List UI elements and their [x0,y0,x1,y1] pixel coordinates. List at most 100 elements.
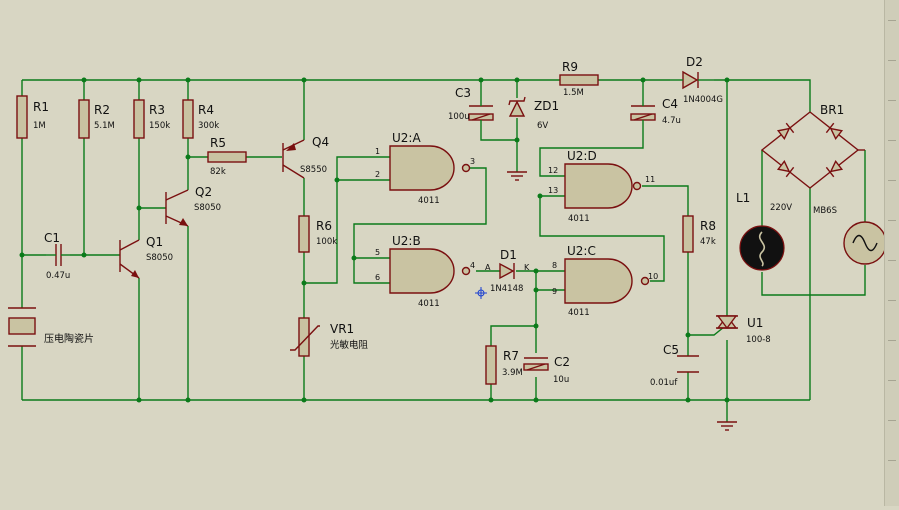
u2d-chip: 4011 [568,214,590,224]
photoresistor-vr1: VR1 光敏电阻 [290,317,369,357]
wires [21,79,866,422]
r3-value: 150k [149,121,170,131]
u2c-chip: 4011 [568,308,590,318]
svg-text:5: 5 [375,248,380,257]
u2b-chip: 4011 [418,299,440,309]
r8-ref: R8 [700,219,716,233]
c5-ref: C5 [663,343,679,357]
r6-ref: R6 [316,219,332,233]
q2-ref: Q2 [195,185,212,199]
q4-value: S8550 [300,165,327,175]
u2a-chip: 4011 [418,196,440,206]
c4-value: 4.7u [662,116,681,126]
svg-text:4: 4 [470,261,475,270]
resistor-r2: R2 5.1M [78,99,115,139]
capacitor-c3: C3 100u [448,86,494,126]
l1-ref: L1 [736,191,750,205]
r9-ref: R9 [562,60,578,74]
u2a-ref: U2:A [392,131,421,145]
svg-text:K: K [524,263,530,272]
svg-text:3: 3 [470,157,475,166]
c1-value: 0.47u [46,271,70,281]
resistor-r3: R3 150k [133,99,170,139]
c2-ref: C2 [554,355,570,369]
r2-ref: R2 [94,103,110,117]
vr1-ref: VR1 [330,322,354,336]
q1-value: S8050 [146,253,173,263]
ground-symbol-zd1 [507,171,527,181]
resistor-r7: R7 3.9M [485,345,523,385]
transistor-q2: Q2 S8050 [165,185,221,227]
piezo-label: 压电陶瓷片 [44,332,94,345]
nand-gate-u2b: U2:B 4011 5 6 4 [375,234,475,309]
u1-value: 100-8 [746,335,771,345]
r7-value: 3.9M [502,368,523,378]
resistor-r9: R9 1.5M [559,60,599,98]
diode-d1: D1 1N4148 A K [485,248,530,294]
piezo-buzzer: 压电陶瓷片 [8,307,94,347]
resistor-r5: R5 82k [207,136,247,177]
right-frame-scrollbar[interactable] [884,0,899,506]
c3-value: 100u [448,112,470,122]
ac-source [843,221,887,265]
r8-value: 47k [700,237,716,247]
q4-ref: Q4 [312,135,329,149]
capacitor-c5: C5 0.01uf [650,343,699,388]
r3-ref: R3 [149,103,165,117]
bridge-rectifier-br1: BR1 MB6S [760,103,865,216]
d1-ref: D1 [500,248,517,262]
c4-ref: C4 [662,97,678,111]
transistor-q1: Q1 S8050 [119,235,173,279]
c2-value: 10u [553,375,569,385]
u2c-ref: U2:C [567,244,596,258]
c1-ref: C1 [44,231,60,245]
svg-text:A: A [485,263,491,272]
nand-gate-u2a: U2:A 4011 1 2 3 [375,131,475,206]
svg-text:2: 2 [375,170,380,179]
svg-text:1: 1 [375,147,380,156]
br1-ref: BR1 [820,103,844,117]
d2-value: 1N4004G [683,95,723,105]
resistor-r6: R6 100k [298,215,337,253]
br1-value: MB6S [813,206,837,216]
svg-text:6: 6 [375,273,380,282]
r1-ref: R1 [33,100,49,114]
zener-zd1: ZD1 6V [508,96,559,131]
capacitor-c1: C1 0.47u [44,231,70,281]
junction-dots [19,77,730,403]
capacitor-c2: C2 10u [523,355,570,385]
zd1-ref: ZD1 [534,99,559,113]
u1-ref: U1 [747,316,763,330]
resistor-r1: R1 1M [16,95,49,139]
resistor-r4: R4 300k [182,99,219,139]
capacitor-c4: C4 4.7u [630,97,681,128]
transistor-q4: Q4 S8550 [282,135,329,179]
r1-value: 1M [33,121,46,131]
svg-text:11: 11 [645,175,655,184]
vr1-value: 光敏电阻 [330,339,369,351]
svg-text:9: 9 [552,287,557,296]
d1-value: 1N4148 [490,284,523,294]
nand-gate-u2c: U2:C 4011 8 9 10 [552,244,658,318]
r7-ref: R7 [503,349,519,363]
u2b-ref: U2:B [392,234,421,248]
svg-text:8: 8 [552,261,557,270]
svg-text:12: 12 [548,166,558,175]
resistor-r8: R8 47k [682,215,716,253]
r2-value: 5.1M [94,121,115,131]
r4-ref: R4 [198,103,214,117]
r4-value: 300k [198,121,219,131]
c5-value: 0.01uf [650,378,678,388]
d2-ref: D2 [686,55,703,69]
lamp-l1: L1 220V [736,191,792,271]
r9-value: 1.5M [563,88,584,98]
nand-gate-u2d: U2:D 4011 12 13 11 [548,149,655,224]
l1-value: 220V [770,203,792,213]
q1-ref: Q1 [146,235,163,249]
crosshair-cursor-icon [475,287,487,299]
q2-value: S8050 [194,203,221,213]
svg-text:13: 13 [548,186,558,195]
u2d-ref: U2:D [567,149,597,163]
